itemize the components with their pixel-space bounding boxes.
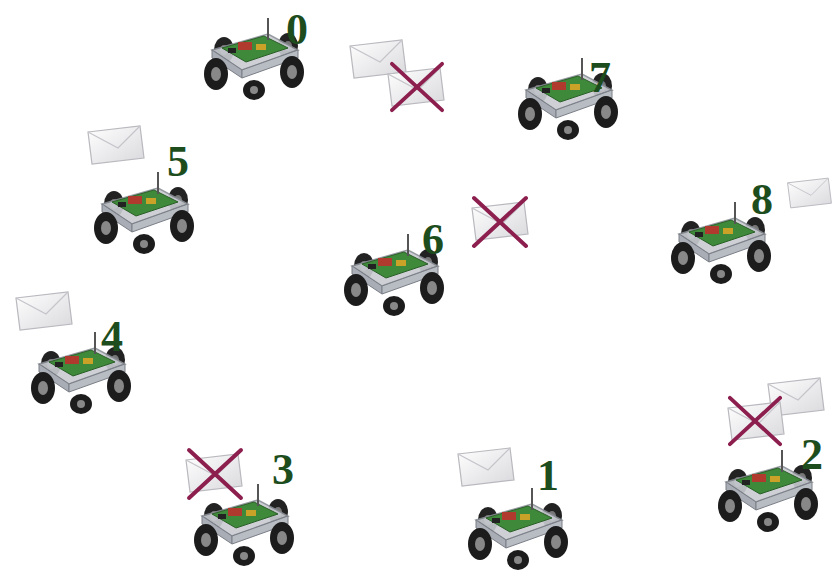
drop-cross [189, 450, 241, 498]
robot-number: 3 [272, 448, 294, 492]
envelope [16, 292, 72, 330]
drop-cross [392, 64, 442, 110]
drop-cross [730, 398, 780, 444]
robot-number: 2 [801, 433, 823, 477]
robot [194, 484, 294, 566]
robot-number: 1 [537, 454, 559, 498]
robot-number: 5 [167, 140, 189, 184]
robot-number: 8 [751, 178, 773, 222]
envelope [88, 126, 144, 164]
robot [468, 488, 568, 570]
drop-cross [474, 198, 526, 246]
robot-number: 0 [286, 8, 308, 52]
robot-number: 4 [101, 315, 123, 359]
robot-number: 7 [589, 56, 611, 100]
envelope [788, 178, 832, 208]
robot [94, 172, 194, 254]
robot-number: 6 [422, 218, 444, 262]
envelope [458, 448, 514, 486]
